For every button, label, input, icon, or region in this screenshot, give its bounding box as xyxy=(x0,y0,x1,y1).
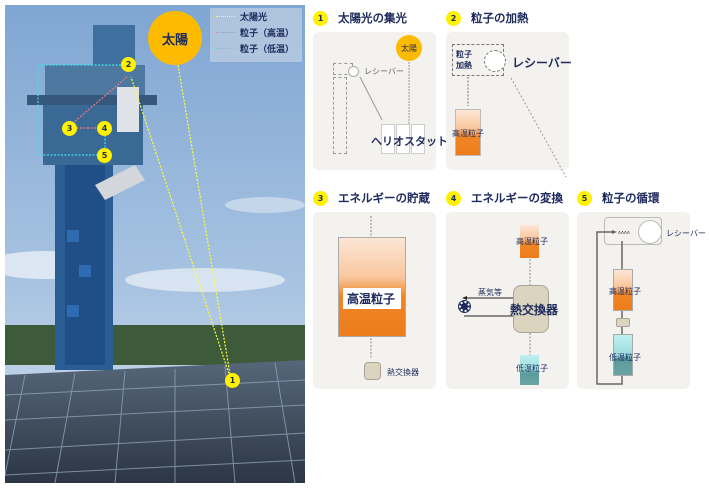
marker-4: 4 xyxy=(97,121,112,136)
step-1-card: レシーバー 太陽 ヘリオスタット xyxy=(313,32,448,170)
marker-3: 3 xyxy=(62,121,77,136)
cold-particle-tank xyxy=(520,355,539,385)
step-3-heading: 3 エネルギーの貯蔵 xyxy=(313,190,430,206)
turbine-icon xyxy=(458,300,471,313)
step-4-heading: 4 エネルギーの変換 xyxy=(446,190,563,206)
legend-label: 粒子（高温） xyxy=(240,28,295,39)
receiver-icon xyxy=(484,50,506,72)
tower-photo xyxy=(0,5,306,484)
arrow-icon xyxy=(216,31,236,33)
hot-particle-label: 高温粒子 xyxy=(516,237,548,246)
cold-particle-label: 低温粒子 xyxy=(609,353,641,362)
hot-particle-label: 高温粒子 xyxy=(609,287,641,296)
legend-item-cold: 粒子（低温） xyxy=(210,40,302,56)
step-number: 2 xyxy=(446,10,461,26)
hot-particle-label: 高温粒子 xyxy=(452,129,484,138)
steam-label: 蒸気等 xyxy=(478,288,502,297)
step-5-heading: 5 粒子の循環 xyxy=(577,190,660,206)
arrow-icon xyxy=(216,15,236,17)
heliostat-panel xyxy=(381,124,395,154)
sun-icon: 太陽 xyxy=(396,35,422,61)
step-3-card: 高温粒子 熱交換器 xyxy=(313,212,436,389)
step-title: 粒子の加熱 xyxy=(471,11,529,25)
legend-label: 粒子（低温） xyxy=(240,44,295,55)
hot-particle-tank xyxy=(455,109,481,156)
sun-label: 太陽 xyxy=(401,43,417,53)
hot-particle-tank xyxy=(520,225,539,258)
step-title: 太陽光の集光 xyxy=(338,11,407,25)
storage-tank xyxy=(338,237,406,337)
heliostat-panel xyxy=(411,124,425,154)
step-2-card: 粒子加熱 レシーバー 高温粒子 xyxy=(446,32,572,178)
step-2-heading: 2 粒子の加熱 xyxy=(446,10,529,26)
heating-line: 加熱 xyxy=(456,61,472,70)
tower-outline xyxy=(333,77,347,154)
step-number: 5 xyxy=(577,190,592,206)
step-title: エネルギーの貯蔵 xyxy=(338,191,430,205)
step-title: エネルギーの変換 xyxy=(471,191,563,205)
step-number: 3 xyxy=(313,190,328,206)
heat-exchanger-label: 熱交換器 xyxy=(387,368,419,377)
hot-particle-tank xyxy=(613,269,633,311)
heat-exchanger-box xyxy=(513,285,549,333)
heliostat-panel xyxy=(396,124,410,154)
receiver-label: レシーバー xyxy=(666,229,706,238)
heliostat-label: ヘリオスタット xyxy=(371,135,448,148)
step-number: 4 xyxy=(446,190,461,206)
sun-marker: 太陽 xyxy=(148,11,202,65)
step-title: 粒子の循環 xyxy=(602,191,660,205)
heating-line: 粒子 xyxy=(456,50,472,59)
step-1-heading: 1 太陽光の集光 xyxy=(313,10,407,26)
legend: 太陽光 粒子（高温） 粒子（低温） xyxy=(210,8,302,62)
legend-item-hot: 粒子（高温） xyxy=(210,24,302,40)
receiver-icon xyxy=(638,220,662,244)
svg-text:ʌʌʌʌ: ʌʌʌʌ xyxy=(618,230,630,236)
heating-label: 粒子加熱 xyxy=(456,49,472,71)
step-5-card: レシーバー ʌʌʌʌ 高温粒子 低温粒子 xyxy=(577,212,706,389)
sun-label: 太陽 xyxy=(161,32,188,48)
hot-particle-label: 高温粒子 xyxy=(343,288,401,309)
legend-label: 太陽光 xyxy=(240,12,268,23)
heat-exchanger-box xyxy=(616,318,630,327)
legend-item-sunlight: 太陽光 xyxy=(210,8,302,24)
receiver-icon xyxy=(348,66,359,77)
marker-5: 5 xyxy=(97,148,112,163)
heat-exchanger-box xyxy=(364,362,381,380)
receiver-label: レシーバー xyxy=(512,56,572,70)
step-4-card: 高温粒子 熱交換器 蒸気等 低温粒子 xyxy=(446,212,569,389)
arrow-icon xyxy=(216,47,236,49)
marker-1: 1 xyxy=(225,373,240,388)
cold-particle-tank xyxy=(613,334,633,376)
marker-2: 2 xyxy=(121,57,136,72)
cold-particle-label: 低温粒子 xyxy=(516,364,548,373)
heat-exchanger-label: 熱交換器 xyxy=(510,303,559,317)
step-number: 1 xyxy=(313,10,328,26)
receiver-label: レシーバー xyxy=(364,67,404,76)
